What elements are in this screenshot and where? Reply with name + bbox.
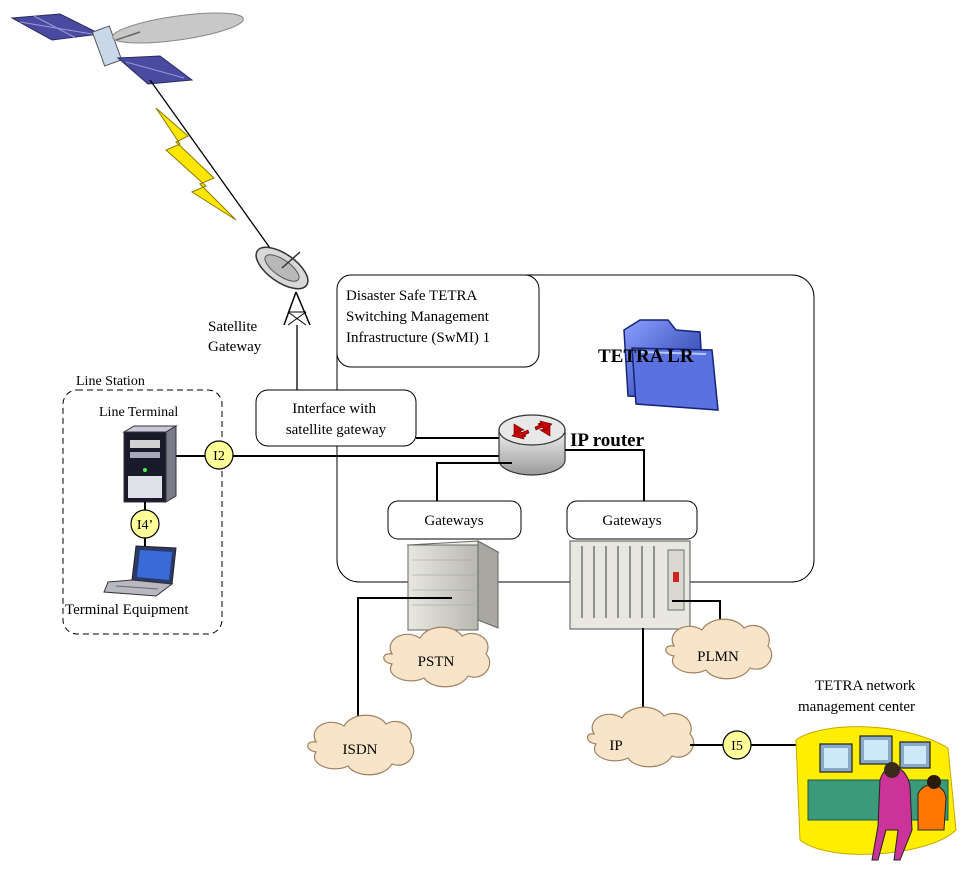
folder-icon <box>623 319 719 411</box>
router-icon <box>498 414 566 476</box>
svg-text:I2: I2 <box>213 449 225 464</box>
gateways-right-box <box>566 500 698 540</box>
plmn-cloud: PLMN <box>665 618 773 680</box>
interface-satellite-gateway-label: Interface with satellite gateway <box>286 401 387 438</box>
server-cabinet-icon <box>406 540 500 631</box>
satellite-icon <box>10 12 244 85</box>
isdn-cloud: ISDN <box>307 714 415 776</box>
ip-router-label: IP router <box>570 430 645 451</box>
swmi-title-box <box>336 274 540 368</box>
satellite-link <box>149 79 281 263</box>
lightning-icon <box>155 107 237 221</box>
interface-i4-badge: I4’ <box>130 509 160 539</box>
satellite-gateway-label: Satellite Gateway <box>208 319 262 355</box>
ip-cloud: IP <box>586 706 695 768</box>
line-terminal-label: Line Terminal <box>99 405 178 420</box>
nmc-label: TETRA network management center <box>798 678 919 715</box>
router-to-gateways-right-line <box>565 449 645 502</box>
laptop-icon <box>103 545 177 597</box>
gateways-right-label: Gateways <box>602 513 661 529</box>
interface-i2-badge: I2 <box>204 440 234 470</box>
tetra-lr-label: TETRA LR <box>598 346 694 367</box>
gateway-to-isdn-line <box>357 597 452 738</box>
satellite-dish-icon <box>255 246 311 326</box>
svg-text:I5: I5 <box>731 739 743 754</box>
gateways-left-label: Gateways <box>424 513 483 529</box>
pstn-cloud: PSTN <box>383 626 491 688</box>
server-rack-icon <box>569 540 691 630</box>
pc-tower-icon <box>122 425 178 503</box>
interface-satellite-gateway-box <box>255 389 417 447</box>
router-to-gateways-left-line <box>436 462 512 502</box>
line-station-box <box>62 389 223 635</box>
svg-text:I4’: I4’ <box>137 518 153 533</box>
swmi-title: Disaster Safe TETRA Switching Management… <box>346 288 493 346</box>
svg-text:IP: IP <box>609 738 622 754</box>
gateways-left-box <box>387 500 522 540</box>
svg-text:ISDN: ISDN <box>342 742 377 758</box>
interface-i5-badge: I5 <box>722 730 752 760</box>
svg-text:PSTN: PSTN <box>418 654 455 670</box>
terminal-equipment-label: Terminal Equipment <box>65 602 189 618</box>
line-station-label: Line Station <box>76 374 145 389</box>
svg-text:PLMN: PLMN <box>697 649 739 665</box>
control-center-icon <box>795 726 957 861</box>
